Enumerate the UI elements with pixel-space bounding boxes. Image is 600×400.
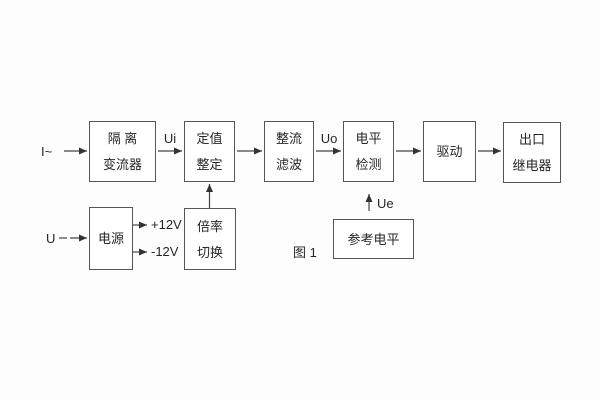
block-rectify-line2: 滤波 bbox=[275, 157, 302, 172]
signal-ue-label: Ue bbox=[377, 196, 394, 211]
block-driver-label: 驱动 bbox=[436, 144, 463, 159]
block-level-detector: 电平 检测 bbox=[343, 121, 394, 182]
block-relay-line1: 出口 bbox=[518, 132, 545, 147]
block-level-line2: 检测 bbox=[355, 157, 382, 172]
block-isolation-line2: 变流器 bbox=[102, 157, 142, 172]
minus12v-label: -12V bbox=[151, 244, 179, 259]
block-ratio-line2: 切换 bbox=[196, 244, 223, 260]
block-relay-line2: 继电器 bbox=[512, 158, 552, 173]
block-ratio-switch: 倍率 切换 bbox=[184, 208, 236, 270]
block-ratio-line1: 倍率 bbox=[196, 218, 223, 234]
block-isolation-line1: 隔 离 bbox=[107, 131, 138, 146]
plus12v-label: +12V bbox=[151, 217, 182, 232]
block-reference-label: 参考电平 bbox=[347, 231, 400, 247]
block-rectifier-filter: 整流 滤波 bbox=[264, 121, 314, 182]
block-isolation-transformer: 隔 离 变流器 bbox=[89, 121, 156, 182]
block-power-supply: 电源 bbox=[89, 207, 133, 270]
block-reference-level: 参考电平 bbox=[333, 219, 414, 259]
block-rectify-line1: 整流 bbox=[275, 131, 302, 146]
signal-ui-label: Ui bbox=[163, 131, 177, 146]
current-input-label: I~ bbox=[41, 144, 53, 159]
block-output-relay: 出口 继电器 bbox=[503, 122, 561, 183]
signal-uo-label: Uo bbox=[320, 131, 338, 146]
block-setting-line1: 定值 bbox=[196, 131, 223, 146]
block-driver: 驱动 bbox=[423, 121, 476, 182]
block-level-line1: 电平 bbox=[355, 131, 382, 146]
block-setting-adjust: 定值 整定 bbox=[184, 121, 235, 182]
block-power-label: 电源 bbox=[97, 231, 124, 246]
block-setting-line2: 整定 bbox=[196, 157, 223, 172]
figure-caption: 图 1 bbox=[293, 245, 317, 260]
voltage-input-label: U bbox=[46, 231, 56, 246]
